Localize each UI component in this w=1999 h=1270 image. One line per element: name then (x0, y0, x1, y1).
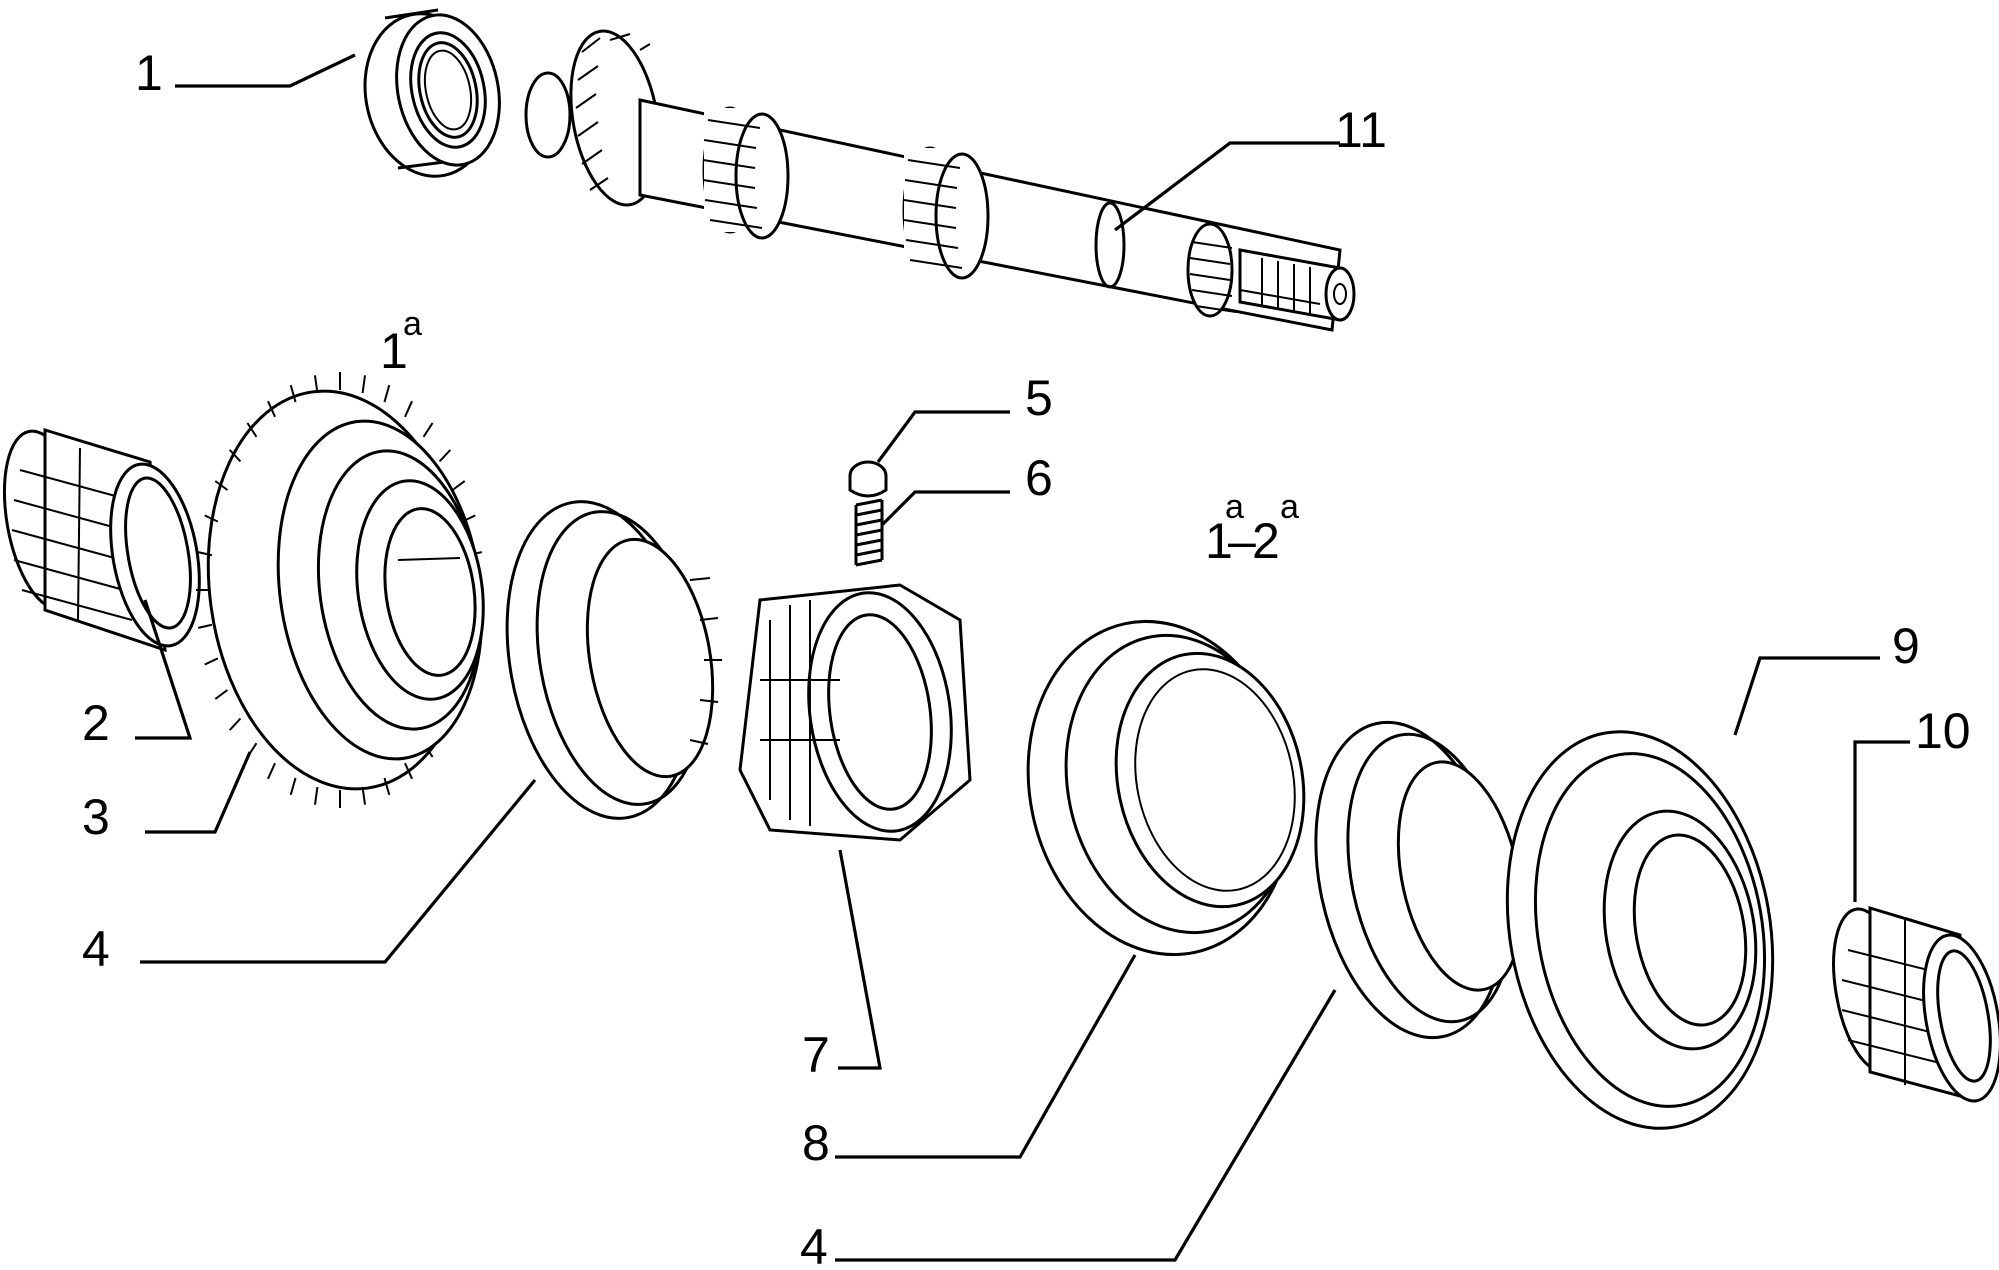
leader-line-2 (135, 599, 193, 740)
svg-text:a: a (1280, 488, 1299, 526)
gear-tooth (214, 480, 229, 491)
detent-plunger-icon (848, 460, 888, 498)
leader-line-6 (880, 490, 1010, 527)
svg-text:a: a (403, 305, 422, 343)
gear-tooth (228, 449, 242, 463)
svg-text:1: 1 (1205, 513, 1233, 569)
needle-roller-cage-icon (1832, 905, 1999, 1103)
synchro-hub-icon (738, 583, 972, 842)
gear-tooth (451, 480, 466, 491)
gear-tooth (246, 422, 258, 438)
callout-8: 8 (802, 1115, 830, 1171)
synchro-ring-icon (1314, 720, 1524, 1040)
gear-label-first-second: 1 a – 2 a (1205, 488, 1299, 569)
callout-1: 1 (135, 45, 163, 101)
svg-text:2: 2 (1252, 513, 1280, 569)
gear-tooth (228, 717, 242, 731)
first-gear-icon (196, 372, 485, 808)
gear-tooth (361, 786, 366, 805)
callout-5: 5 (1025, 370, 1053, 426)
svg-text:1: 1 (380, 323, 408, 379)
leader-line-8 (835, 954, 1137, 1159)
gear-tooth (214, 689, 229, 700)
leader-line-7 (838, 849, 882, 1070)
ball-bearing-icon (363, 8, 501, 178)
gear-tooth (289, 384, 297, 403)
leader-line-4b (835, 989, 1337, 1262)
gear-tooth (197, 623, 213, 629)
leader-line-9 (1733, 656, 1880, 736)
gear-label-first: 1 a (380, 305, 422, 379)
callout-4: 4 (82, 921, 110, 977)
leader-line-10 (1853, 740, 1910, 902)
input-shaft-icon (524, 29, 1356, 332)
needle-roller-cage-icon (2, 427, 201, 653)
gear-tooth (383, 384, 391, 403)
callout-10: 10 (1915, 703, 1971, 759)
gear-tooth (314, 786, 319, 805)
gear-tooth (383, 777, 391, 796)
leader-line-1 (175, 53, 356, 88)
sliding-sleeve-icon (1026, 619, 1306, 957)
gear-tooth (204, 514, 219, 523)
gear-tooth (404, 762, 413, 780)
callout-6: 6 (1025, 450, 1053, 506)
gear-tooth (267, 762, 276, 780)
gear-tooth (204, 657, 219, 666)
leader-line-5 (876, 410, 1010, 463)
callout-7: 7 (802, 1027, 830, 1083)
spring-icon (854, 498, 884, 567)
gear-tooth (438, 449, 452, 463)
callout-11: 11 (1335, 102, 1387, 158)
callout-3: 3 (82, 789, 110, 845)
gear-tooth (314, 375, 319, 394)
leader-line-3 (145, 751, 252, 834)
svg-text:a: a (1225, 488, 1244, 526)
second-gear-icon (1505, 730, 1775, 1130)
leader-lines (135, 53, 1910, 1262)
leader-line-4a (140, 778, 537, 964)
gear-tooth (197, 551, 213, 557)
svg-text:–: – (1228, 513, 1256, 569)
gear-tooth (422, 422, 434, 438)
gear-tooth (267, 400, 276, 418)
gear-tooth (404, 400, 413, 418)
callout-4-lower: 4 (800, 1219, 828, 1270)
synchro-ring-icon (505, 500, 722, 820)
gear-tooth (361, 375, 366, 394)
callout-9: 9 (1892, 618, 1920, 674)
gear-tooth (289, 777, 297, 796)
callout-2: 2 (82, 695, 110, 751)
leader-line-11 (1114, 141, 1340, 232)
